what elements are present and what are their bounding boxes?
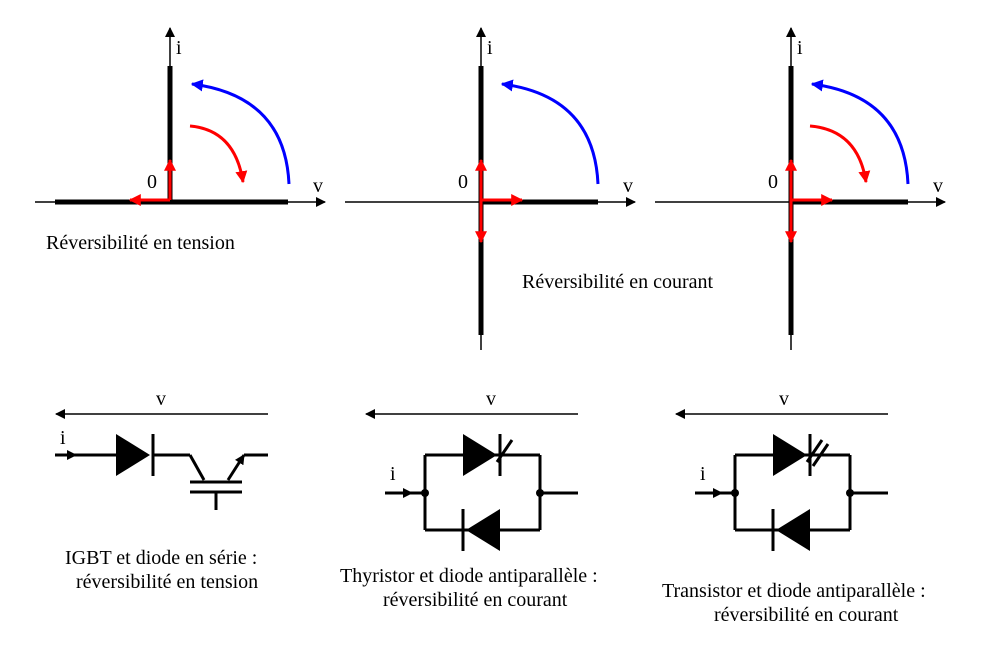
axis-label-v: v — [623, 175, 633, 197]
red-curved-arrow — [189, 124, 248, 184]
caption-line-1: Thyristor et diode antiparallèle : — [340, 565, 598, 587]
graph-current-reversibility-1: i v 0 — [345, 27, 636, 350]
axis-label-i: i — [176, 37, 182, 59]
thyristor-symbol — [463, 434, 497, 476]
transistor-gate-1 — [805, 439, 824, 463]
origin-label: 0 — [768, 171, 778, 193]
circuit-igbt-diode-series: v i IGBT et diode en série : réversibili… — [55, 388, 268, 593]
axis-label-v: v — [313, 175, 323, 197]
current-label: i — [390, 463, 396, 485]
caption-line-2: réversibilité en courant — [383, 589, 568, 611]
caption-line-2: réversibilité en tension — [76, 571, 258, 593]
caption-voltage-reversibility: Réversibilité en tension — [46, 232, 235, 254]
diode-symbol — [116, 434, 150, 476]
voltage-label: v — [156, 388, 166, 410]
caption-line-2: réversibilité en courant — [714, 604, 899, 626]
circuit-transistor-diode-antiparallel: v i Transistor et diode antiparallèle : … — [662, 388, 926, 626]
transistor-symbol — [773, 434, 807, 476]
igbt-emitter — [226, 454, 246, 481]
diode-symbol — [466, 509, 500, 551]
igbt-collector — [188, 454, 206, 481]
voltage-label: v — [486, 388, 496, 410]
blue-curved-arrow — [190, 79, 291, 185]
transistor-gate-2 — [811, 443, 830, 467]
graph-voltage-reversibility: i v 0 Réversibilité en tension — [35, 27, 326, 254]
current-label: i — [60, 427, 66, 449]
igbt-symbol — [188, 453, 268, 510]
current-label: i — [700, 463, 706, 485]
thyristor-gate — [495, 439, 514, 463]
voltage-label: v — [779, 388, 789, 410]
circuit-thyristor-diode-antiparallel: v i Thyristor et diode antiparallèle : r… — [340, 388, 598, 611]
axis-label-i: i — [797, 37, 803, 59]
blue-curved-arrow — [810, 79, 910, 185]
origin-label: 0 — [147, 171, 157, 193]
blue-curved-arrow — [500, 79, 600, 185]
origin-label: 0 — [458, 171, 468, 193]
caption-line-1: IGBT et diode en série : — [65, 547, 257, 569]
axis-label-i: i — [487, 37, 493, 59]
axis-label-v: v — [933, 175, 943, 197]
diode-symbol — [776, 509, 810, 551]
graph-current-reversibility-2: i v 0 — [655, 27, 946, 350]
red-curved-arrow — [809, 124, 871, 184]
caption-current-reversibility: Réversibilité en courant — [522, 271, 713, 293]
caption-line-1: Transistor et diode antiparallèle : — [662, 580, 926, 602]
